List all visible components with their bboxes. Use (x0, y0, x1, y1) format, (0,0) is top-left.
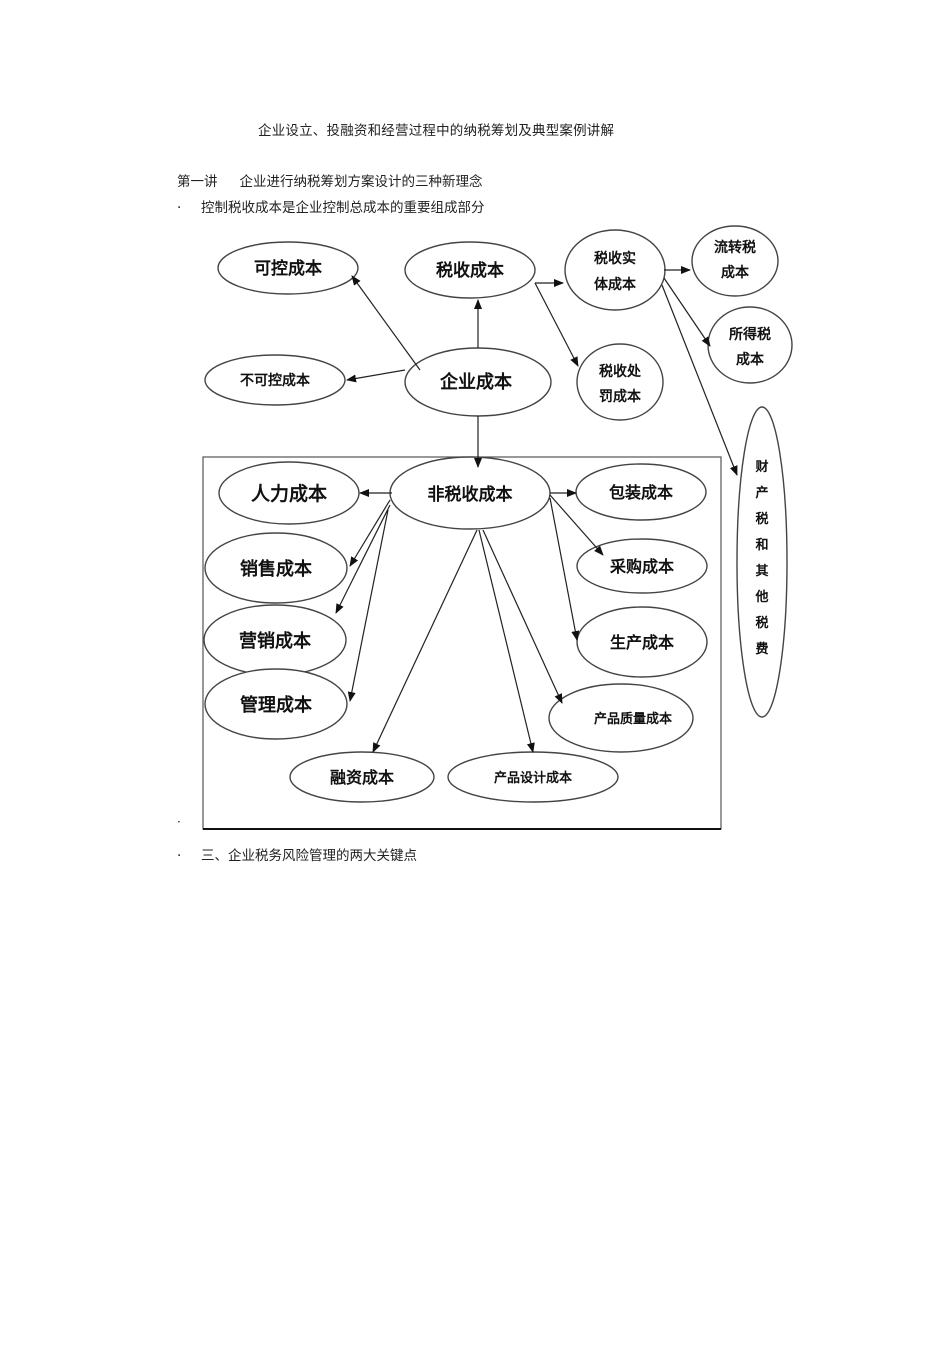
label-turnover-tax-l2: 成本 (721, 264, 750, 281)
label-property-tax-2: 产 (755, 485, 768, 501)
label-uncontrollable-cost: 不可控成本 (240, 372, 311, 389)
label-tax-cost: 税收成本 (436, 260, 504, 281)
label-property-tax-1: 财 (755, 459, 768, 475)
node-turnover-tax (691, 225, 779, 297)
node-quality-cost (548, 683, 694, 753)
node-tax-penalty-cost (576, 343, 664, 421)
document-title: 企业设立、投融资和经营过程中的纳税筹划及典型案例讲解 (258, 123, 615, 139)
label-packaging-cost: 包装成本 (609, 483, 673, 502)
node-uncontrollable-cost (204, 354, 346, 406)
node-procurement-cost (576, 538, 708, 594)
node-tax-entity-cost (564, 229, 666, 311)
label-property-tax-7: 税 (755, 615, 768, 631)
bullet-marker: · (177, 848, 182, 864)
label-procurement-cost: 采购成本 (609, 557, 674, 576)
label-management-cost: 管理成本 (240, 694, 312, 716)
node-financing-cost (289, 751, 435, 803)
bullet-item-tax-cost: · 控制税收成本是企业控制总成本的重要组成部分 (177, 196, 485, 216)
bullet-marker: · (177, 200, 182, 216)
lecture-label: 第一讲 (177, 174, 218, 190)
label-hr-cost: 人力成本 (251, 482, 327, 505)
node-sales-cost (204, 532, 348, 604)
label-sales-cost: 销售成本 (240, 558, 312, 580)
node-tax-cost (404, 241, 536, 299)
label-property-tax-4: 和 (755, 537, 768, 553)
bullet-text: 控制税收成本是企业控制总成本的重要组成部分 (201, 200, 485, 216)
node-property-tax (736, 406, 788, 718)
label-non-tax-cost: 非税收成本 (428, 484, 513, 505)
label-tax-entity-l2: 体成本 (594, 276, 637, 293)
label-property-tax-5: 其 (755, 563, 768, 579)
node-management-cost (204, 668, 348, 740)
bullet-marker-empty: · (177, 815, 181, 829)
bullet-item-tax-risk: · 三、企业税务风险管理的两大关键点 (177, 844, 417, 864)
label-controllable-cost: 可控成本 (254, 258, 322, 279)
node-income-tax (707, 306, 793, 384)
label-property-tax-3: 税 (755, 511, 768, 527)
label-marketing-cost: 营销成本 (239, 630, 311, 652)
label-enterprise-cost: 企业成本 (439, 371, 512, 393)
label-property-tax-6: 他 (754, 589, 768, 605)
label-production-cost: 生产成本 (610, 633, 674, 652)
label-property-tax-8: 费 (755, 641, 768, 657)
lecture-title: 企业进行纳税筹划方案设计的三种新理念 (239, 174, 483, 190)
bullet-text: 三、企业税务风险管理的两大关键点 (201, 848, 417, 864)
label-turnover-tax-l1: 流转税 (714, 239, 756, 256)
lecture-heading: 第一讲 企业进行纳税筹划方案设计的三种新理念 (177, 170, 483, 190)
label-tax-penalty-l2: 罚成本 (599, 388, 642, 405)
label-product-design-cost: 产品设计成本 (494, 770, 572, 786)
node-controllable-cost (217, 241, 359, 295)
label-financing-cost: 融资成本 (330, 768, 394, 787)
label-quality-cost: 产品质量成本 (594, 711, 672, 727)
label-income-tax-l2: 成本 (736, 351, 765, 368)
label-tax-entity-l1: 税收实 (594, 250, 636, 267)
node-production-cost (576, 606, 708, 678)
label-income-tax-l1: 所得税 (729, 326, 771, 343)
label-tax-penalty-l1: 税收处 (599, 363, 642, 380)
